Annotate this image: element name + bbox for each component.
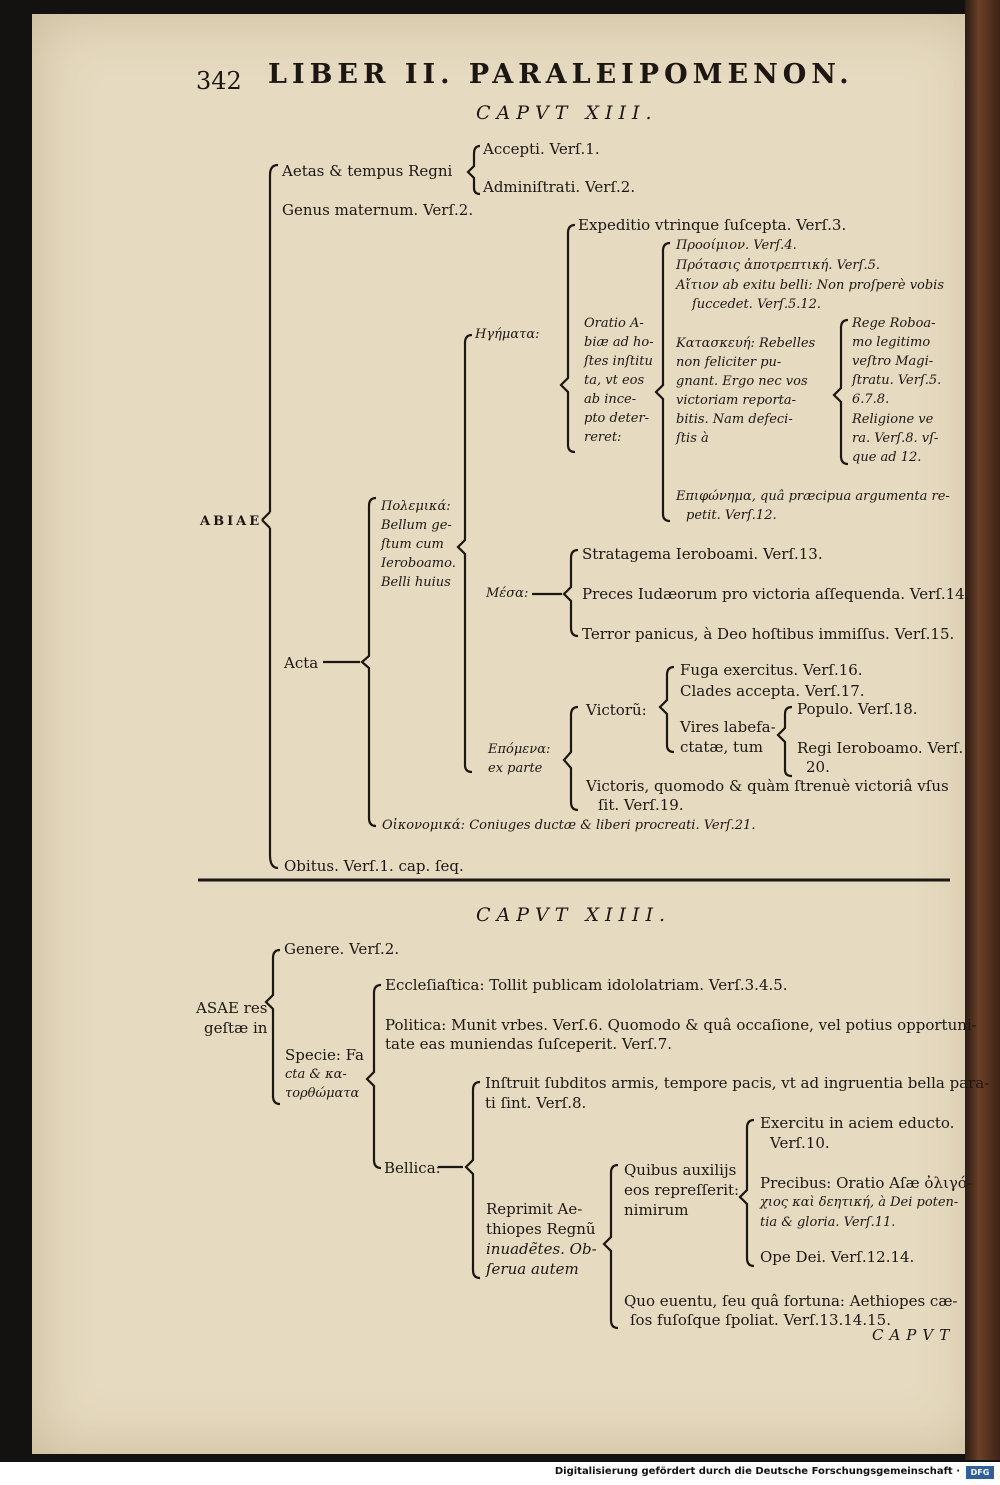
footer-text: Digitalisierung gefördert durch die Deut… [554,1466,960,1477]
node-quo-1: Quo euentu, ſeu quâ fortuna: Aethiopes c… [624,1292,958,1310]
node-precibus: Precibus: Oratio Aſæ ὀλιγό-χιος καὶ δεητ… [760,1174,972,1230]
node-fuga: Fuga exercitus. Verſ.16. [680,661,863,679]
root-abiae: ABIAE [200,514,263,529]
node-aition-1: Αἴτιον ab exitu belli: Non proſperè vobi… [676,278,945,293]
node-regi-2: 20. [806,758,830,776]
node-exercitu-1: Exercitu in aciem educto. [760,1114,955,1132]
node-exercitu-2: Verſ.10. [770,1134,830,1152]
dfg-logo: DFG [966,1466,994,1479]
node-politica-2: tate eas muniendas ſuſceperit. Verſ.7. [385,1035,673,1053]
node-preces: Preces Iudæorum pro victoria aſſequenda.… [582,585,970,603]
node-expeditio: Expeditio vtrinque ſuſcepta. Verſ.3. [578,216,847,234]
node-regi: Regi Ieroboamo. Verſ. [797,739,964,757]
node-ecclesiastica: Eccleſiaſtica: Tollit publicam idololatr… [385,976,788,994]
chapter-13-title: CAPVT XIII. [476,102,658,124]
node-victoris-2: ſit. Verſ.19. [598,796,684,814]
chapter-14-title: CAPVT XIIII. [476,904,672,926]
node-epiphonema-1: Επιφώνημα, quâ præcipua argumenta re- [676,489,950,504]
node-aetas: Aetas & tempus Regni [282,162,453,180]
node-terror: Terror panicus, à Deo hoſtibus immiſſus.… [582,625,955,643]
node-genere: Genere. Verſ.2. [284,940,400,958]
page-number: 342 [196,67,242,95]
node-stratagema: Stratagema Ieroboami. Verſ.13. [582,545,823,563]
node-proemium: Προοίμιον. Verſ.4. [676,238,797,253]
node-genus: Genus maternum. Verſ.2. [282,201,474,219]
node-oikonomika: Οἰκονομικά: Coniuges ductæ & liberi proc… [382,818,756,833]
node-populo: Populo. Verſ.18. [797,700,918,718]
node-bellica: Bellica: [384,1159,441,1177]
node-epomena: Επόμενα:ex parte [488,742,551,776]
node-administrati: Adminiſtrati. Verſ.2. [483,178,636,196]
node-aition-2: ſuccedet. Verſ.5.12. [692,297,822,312]
node-victoris-1: Victoris, quomodo & quàm ſtrenuè victori… [586,777,949,795]
node-vires-2: ctatæ, tum [680,738,763,756]
node-acta: Acta [284,654,319,672]
node-hegemata: Ηγήματα: [475,327,540,342]
running-head: LIBER II. PARALEIPOMENON. [268,59,854,90]
node-instruit-1: Inſtruit ſubditos armis, tempore pacis, … [485,1074,990,1092]
node-protasis: Πρότασις ἀποτρεπτική. Verſ.5. [676,258,880,273]
node-vires-1: Vires labefa- [680,718,776,736]
catchword: CAPVT [872,1326,956,1344]
node-epiphonema-2: petit. Verſ.12. [686,508,777,523]
node-politica-1: Politica: Munit vrbes. Verſ.6. Quomodo &… [385,1016,977,1034]
node-accepti: Accepti. Verſ.1. [483,140,600,158]
book-binding [965,0,1000,1460]
node-obitus: Obitus. Verſ.1. cap. ſeq. [284,857,464,875]
node-instruit-2: ti ſint. Verſ.8. [485,1094,587,1112]
node-victoru: Victorũ: [586,701,647,719]
node-quo-2: ſos fuſoſque ſpoliat. Verſ.13.14.15. [630,1311,891,1329]
node-ope: Ope Dei. Verſ.12.14. [760,1248,915,1266]
node-clades: Clades accepta. Verſ.17. [680,682,865,700]
book-page [32,14,980,1454]
node-mesa: Μέσα: [486,586,529,601]
footer-bar: Digitalisierung gefördert durch die Deut… [0,1462,1000,1485]
